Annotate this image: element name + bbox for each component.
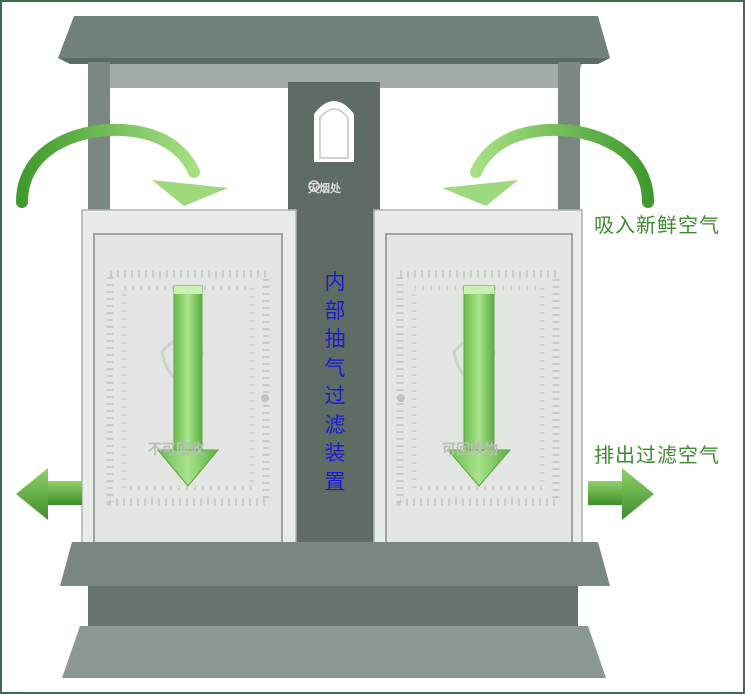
center-label-char: 抽 — [324, 327, 346, 351]
side-arrow-icon — [588, 468, 654, 520]
exhaust-label: 排出过滤空气 — [594, 443, 720, 467]
ashtray-sign-text: 灭烟处 — [308, 182, 341, 195]
right-door-sign-text: 可回收物 — [442, 442, 498, 458]
center-label-char: 内 — [324, 270, 346, 294]
left-post — [88, 62, 110, 212]
center-label-char: 滤 — [324, 412, 346, 437]
right-post — [558, 62, 580, 212]
center-label-char: 装 — [324, 441, 346, 465]
bin-roof — [58, 16, 610, 88]
center-label-char: 气 — [324, 355, 346, 380]
left-door-sign-text: 不可回收 — [148, 442, 204, 458]
center-label-char: 过 — [324, 384, 346, 408]
ashtray-opening — [314, 101, 354, 162]
side-arrow-icon — [16, 468, 82, 520]
center-label-char: 置 — [324, 469, 346, 494]
intake-label: 吸入新鲜空气 — [594, 213, 720, 237]
curved-arrow-icon — [442, 123, 654, 208]
curved-arrow-icon — [16, 123, 228, 208]
down-arrow-icon — [156, 285, 220, 487]
down-arrow-icon — [446, 285, 512, 487]
bin-base — [60, 542, 610, 678]
internal-filter-label: 内 部 抽 气 过 滤 装 置 — [321, 268, 349, 496]
center-label-char: 部 — [324, 298, 346, 323]
center-column — [288, 82, 380, 572]
